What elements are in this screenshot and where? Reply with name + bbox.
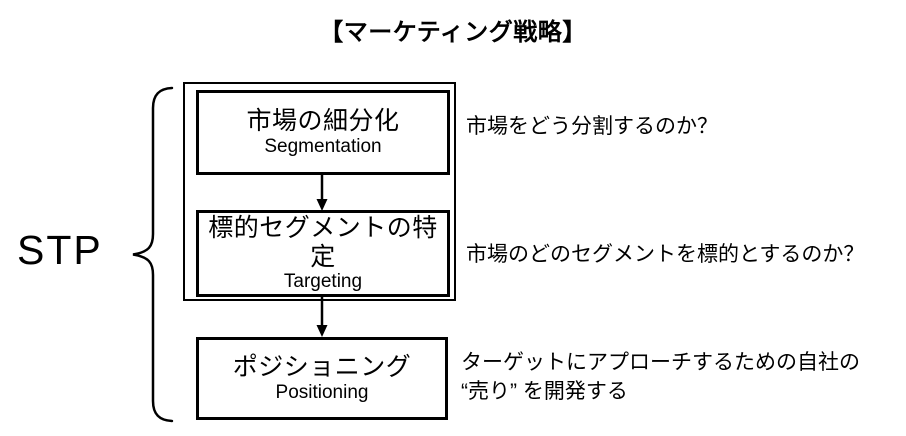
diagram-title: 【マーケティング戦略】 — [319, 19, 587, 46]
targeting-label-en: Targeting — [283, 271, 363, 293]
note-positioning: ターゲットにアプローチするための自社の “売り” を開発する — [461, 348, 860, 406]
note-segmentation-line: 市場をどう分割するのか？ — [466, 115, 718, 138]
segmentation-targeting-group-box — [183, 82, 456, 301]
note-positioning-line-1: ターゲットにアプローチするための自社の — [461, 351, 860, 374]
note-targeting-line: 市場のどのセグメントを標的とするのか？ — [466, 243, 865, 266]
step-box-positioning: ポジショニング Positioning — [196, 337, 448, 420]
arrow-targeting-to-positioning — [316, 297, 328, 337]
step-box-targeting: 標的セグメントの特定 Targeting — [196, 210, 450, 297]
note-targeting: 市場のどのセグメントを標的とするのか？ — [466, 240, 864, 269]
step-box-segmentation: 市場の細分化 Segmentation — [196, 90, 450, 175]
stp-brace — [132, 86, 174, 423]
positioning-label-en: Positioning — [275, 381, 369, 403]
note-positioning-line-2: “売り” を開発する — [461, 380, 628, 403]
note-segmentation: 市場をどう分割するのか？ — [466, 112, 718, 141]
stp-label: STP — [17, 227, 103, 273]
segmentation-label-ja: 市場の細分化 — [246, 107, 400, 136]
segmentation-label-en: Segmentation — [264, 135, 382, 157]
targeting-label-ja: 標的セグメントの特定 — [208, 213, 438, 271]
positioning-label-ja: ポジショニング — [232, 353, 412, 382]
